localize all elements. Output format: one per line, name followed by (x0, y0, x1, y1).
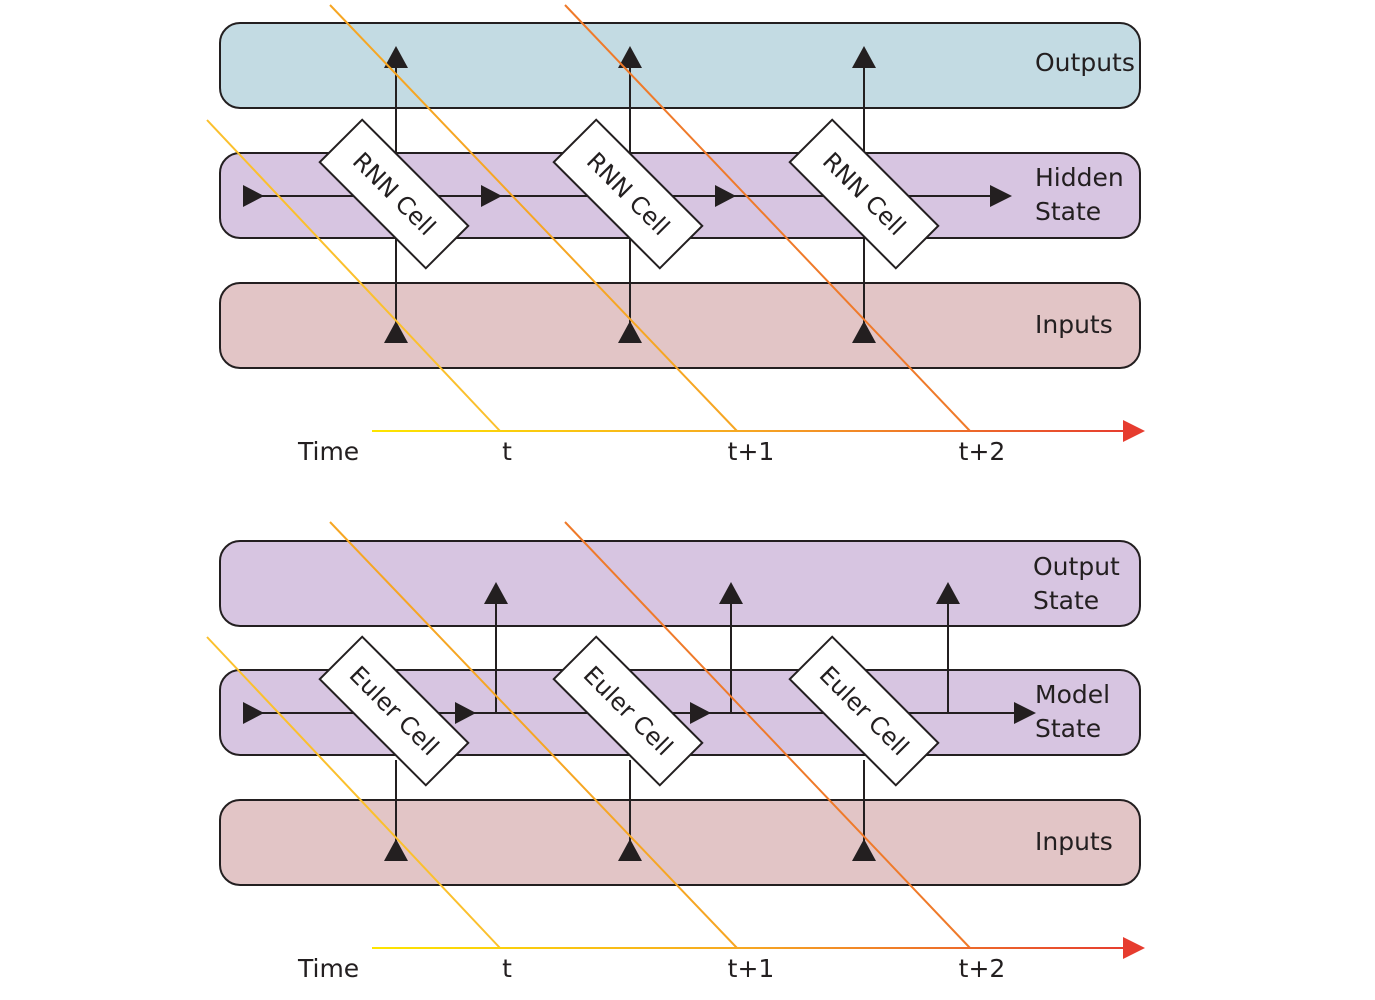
output-state-band (219, 540, 1141, 627)
input-arrowhead (618, 321, 642, 343)
input-arrowhead (852, 321, 876, 343)
model-flow-arrowhead (1014, 702, 1036, 724)
input-arrowhead (384, 839, 408, 861)
output-arrowhead (618, 46, 642, 68)
hidden-flow-arrowhead (990, 185, 1012, 207)
time-diagonal (329, 521, 738, 949)
time-tick-label: t (502, 954, 512, 983)
time-diagonal (206, 119, 501, 432)
inputs-band (219, 799, 1141, 886)
output-arrowhead (384, 46, 408, 68)
top-diagram: Outputs Hidden State Inputs RNN Cell R (206, 4, 1145, 466)
output-arrowhead (852, 46, 876, 68)
time-axis-arrowhead (1123, 937, 1145, 959)
time-tick-label: t+2 (959, 437, 1006, 466)
hidden-flow-arrowhead (715, 185, 736, 207)
time-diagonal (564, 4, 971, 432)
rnn-cell: RNN Cell (552, 118, 704, 270)
model-flow-arrowhead (455, 702, 476, 724)
time-tick-label: t+2 (959, 954, 1006, 983)
time-diagonal (329, 4, 738, 432)
time-axis-label: Time (297, 437, 359, 466)
model-flow-arrowhead (690, 702, 711, 724)
bottom-diagram: Output State Model State Inputs Eule (206, 521, 1145, 983)
inputs-label: Inputs (1035, 310, 1113, 339)
time-diagonal (206, 636, 501, 949)
output-state-arrowhead (936, 582, 960, 604)
hidden-flow-arrowhead (481, 185, 502, 207)
output-state-label-line1: Output (1033, 552, 1120, 581)
time-tick-label: t+1 (728, 437, 775, 466)
time-axis-label: Time (297, 954, 359, 983)
model-state-label-line1: Model (1035, 680, 1110, 709)
model-state-label-line2: State (1035, 714, 1101, 743)
outputs-band (219, 22, 1141, 109)
output-state-arrowhead (484, 582, 508, 604)
hidden-state-label-line1: Hidden (1035, 163, 1124, 192)
input-arrowhead (852, 839, 876, 861)
time-axis-arrowhead (1123, 420, 1145, 442)
outputs-label: Outputs (1035, 48, 1135, 77)
hidden-flow-arrowhead (243, 185, 264, 207)
inputs-label: Inputs (1035, 827, 1113, 856)
output-state-label-line2: State (1033, 586, 1099, 615)
inputs-band (219, 282, 1141, 369)
time-diagonal (564, 521, 971, 949)
time-tick-label: t (502, 437, 512, 466)
time-tick-label: t+1 (728, 954, 775, 983)
output-state-arrowhead (719, 582, 743, 604)
hidden-state-label-line2: State (1035, 197, 1101, 226)
input-arrowhead (618, 839, 642, 861)
input-arrowhead (384, 321, 408, 343)
model-flow-arrowhead (243, 702, 264, 724)
